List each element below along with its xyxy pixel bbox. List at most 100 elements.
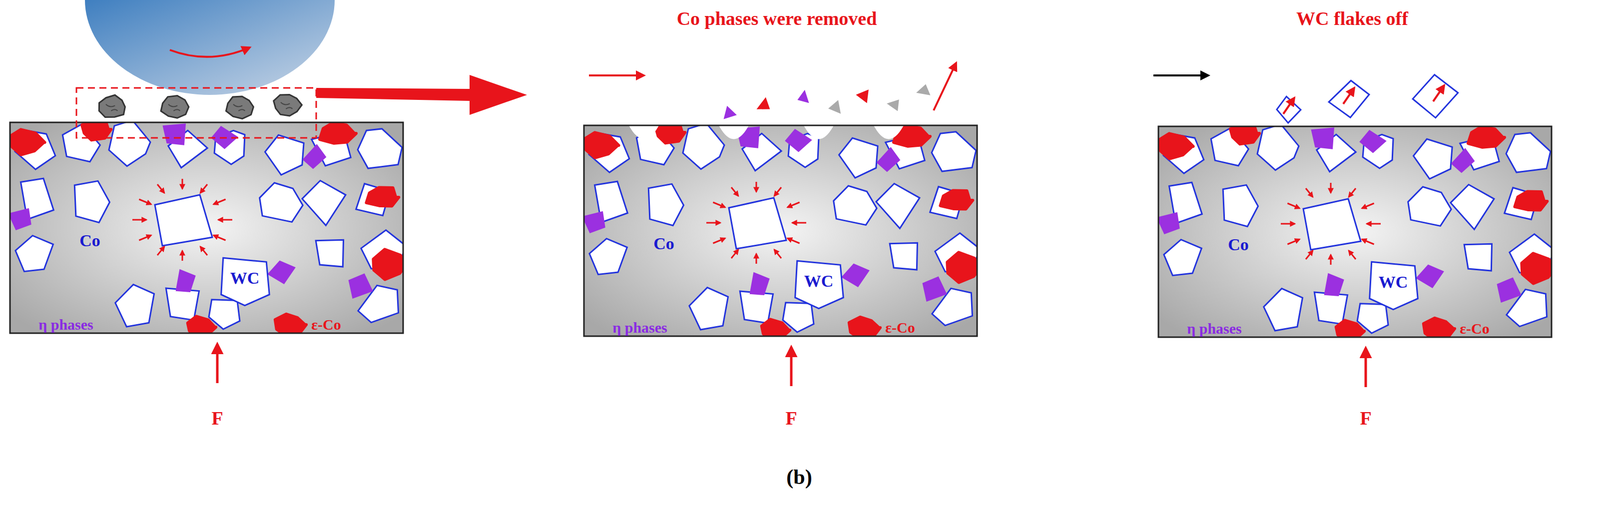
stress-arrow <box>787 238 800 244</box>
abrasive-particle <box>160 95 189 119</box>
force-arrow <box>1364 348 1368 388</box>
epsilon-co-blob <box>373 249 404 280</box>
flaked-wc-grain <box>1412 74 1459 118</box>
epsilon-co-blob <box>187 316 217 334</box>
removed-debris <box>856 90 868 103</box>
wc-grain <box>221 257 270 306</box>
epsilon-co-blob <box>583 132 619 158</box>
stress-arrow <box>1366 223 1381 225</box>
flake-arrow <box>1343 87 1355 104</box>
removed-debris <box>887 100 899 111</box>
eta-phase <box>1311 128 1334 149</box>
stress-arrow <box>181 250 184 261</box>
stress-arrow <box>755 181 758 192</box>
wc-grain <box>357 128 403 169</box>
wc-grain <box>154 194 213 246</box>
eta-phase <box>1452 149 1475 173</box>
stress-arrow <box>138 199 151 205</box>
eta-phase <box>303 145 326 169</box>
wc-grain <box>74 180 110 223</box>
removed-debris <box>917 84 930 95</box>
stress-arrow <box>200 246 208 256</box>
stress-arrow <box>1287 203 1300 209</box>
stress-arrow <box>731 187 739 196</box>
wc-grain <box>15 235 54 272</box>
wc-grain <box>931 131 977 172</box>
wc-grain <box>1464 243 1492 271</box>
wc-grain <box>1257 126 1299 171</box>
wc-grain <box>1163 239 1202 276</box>
sample-border <box>1158 126 1552 338</box>
epsilon-co-blob <box>366 187 399 206</box>
zoom-box <box>76 87 317 138</box>
eta-phase <box>583 212 605 233</box>
stress-arrow <box>138 235 151 241</box>
phase-label: Co <box>1227 235 1249 254</box>
eta-phase <box>349 274 372 298</box>
flaked-wc-grain <box>1276 96 1301 123</box>
stress-arrow <box>1305 250 1313 260</box>
eta-phase <box>176 270 195 292</box>
epsilon-co-blob <box>319 122 357 144</box>
wc-grain <box>165 288 199 321</box>
wc-grain <box>302 180 346 226</box>
stress-arrow <box>731 249 739 259</box>
particle-texture <box>233 104 245 111</box>
wc-grain <box>689 287 729 331</box>
epsilon-co-blob <box>1514 191 1548 210</box>
microstructure <box>582 62 982 387</box>
epsilon-co-blob <box>1230 126 1260 144</box>
co-binder-matrix <box>583 125 978 337</box>
abrasive-particle <box>98 94 125 117</box>
phase-label: ε-Co <box>885 319 915 336</box>
removed-debris <box>798 90 809 103</box>
co-binder-matrix <box>1158 126 1552 338</box>
phase-label: WC <box>230 268 260 288</box>
stage-title: WC flakes off <box>1296 8 1409 30</box>
microstructure-inner <box>1158 126 1552 338</box>
ejection-arrow <box>933 62 957 111</box>
epsilon-co-blob <box>1521 253 1552 284</box>
force-label: F <box>785 408 797 430</box>
stress-arrow <box>157 184 165 193</box>
stress-arrow <box>774 187 782 196</box>
stress-arrow <box>712 202 725 208</box>
force-label: F <box>1359 408 1372 430</box>
rotation-arrow <box>169 47 250 57</box>
removed-debris <box>724 106 736 119</box>
phase-label: Co <box>79 231 101 250</box>
sample-border <box>583 125 978 337</box>
wc-grain <box>833 185 878 225</box>
stress-arrow <box>774 249 782 259</box>
stress-arrow <box>218 219 233 221</box>
stress-arrow <box>712 238 725 244</box>
wc-grain <box>839 137 879 178</box>
eta-phase <box>9 209 31 230</box>
phase-label: WC <box>804 271 834 291</box>
epsilon-co-blob <box>1423 318 1455 338</box>
particle-texture <box>105 104 118 111</box>
wc-grain <box>589 238 628 275</box>
wc-grain <box>1369 261 1419 310</box>
flake-arrow <box>1283 97 1295 114</box>
wc-grain <box>265 134 305 175</box>
epsilon-co-blob <box>655 125 685 143</box>
wc-grain <box>1314 292 1348 325</box>
wc-grain <box>315 239 344 267</box>
microstructure <box>1153 74 1557 388</box>
wc-grain <box>1303 198 1361 250</box>
flake-arrow <box>1433 85 1445 102</box>
stress-arrow <box>1348 250 1356 260</box>
stress-arrow <box>181 178 184 189</box>
motion-arrow <box>588 74 644 77</box>
flaked-wc-grain <box>1328 80 1370 118</box>
particle-texture <box>280 102 293 109</box>
wc-grain <box>739 291 773 324</box>
phase-label: η phases <box>38 316 94 333</box>
grinding-wheel <box>84 0 335 95</box>
co-binder-matrix <box>9 122 404 334</box>
wc-grain <box>889 242 918 270</box>
epsilon-co-blob <box>9 129 45 155</box>
stress-arrow <box>706 222 721 224</box>
wc-grain <box>115 284 155 328</box>
